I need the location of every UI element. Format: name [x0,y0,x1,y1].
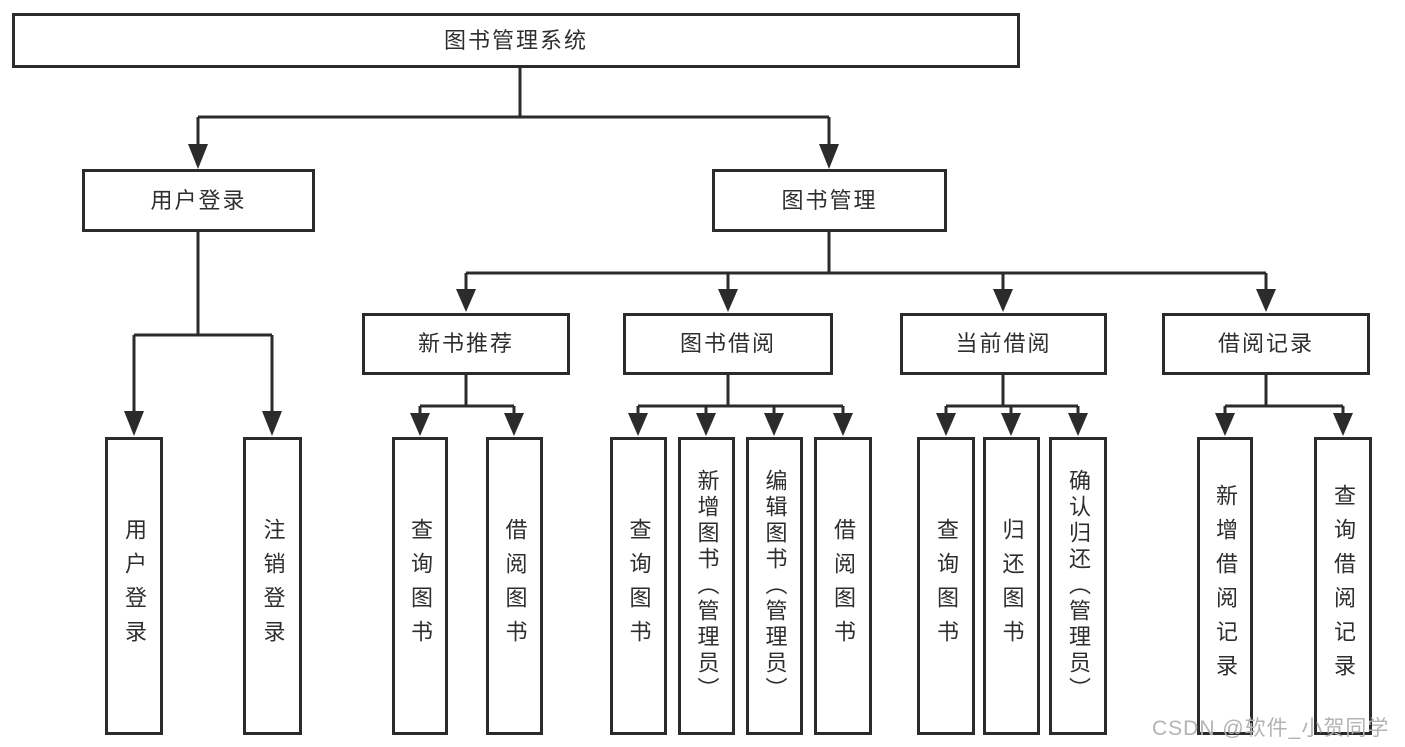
leaf-query-books-recommend: 查询图书 [392,437,448,735]
leaf-add-books-admin: 新增图书（管理员） [678,437,735,735]
leaf-query-books-borrow: 查询图书 [610,437,667,735]
node-user-login: 用户登录 [82,169,315,232]
leaf-edit-books-admin: 编辑图书（管理员） [746,437,803,735]
node-library-management-system: 图书管理系统 [12,13,1020,68]
csdn-watermark: CSDN @软件_小贺同学 [1152,717,1390,740]
leaf-add-borrow-record: 新增借阅记录 [1197,437,1253,735]
node-book-borrowing: 图书借阅 [623,313,833,375]
node-new-book-recommendation: 新书推荐 [362,313,570,375]
node-book-management: 图书管理 [712,169,947,232]
node-current-borrowing: 当前借阅 [900,313,1107,375]
leaf-query-borrow-record: 查询借阅记录 [1314,437,1372,735]
node-borrowing-records: 借阅记录 [1162,313,1370,375]
leaf-logout: 注销登录 [243,437,302,735]
leaf-confirm-return-admin: 确认归还（管理员） [1049,437,1107,735]
leaf-return-books: 归还图书 [983,437,1040,735]
leaf-query-books-current: 查询图书 [917,437,975,735]
leaf-user-login: 用户登录 [105,437,163,735]
leaf-borrow-books-borrow: 借阅图书 [814,437,872,735]
leaf-borrow-books-recommend: 借阅图书 [486,437,543,735]
